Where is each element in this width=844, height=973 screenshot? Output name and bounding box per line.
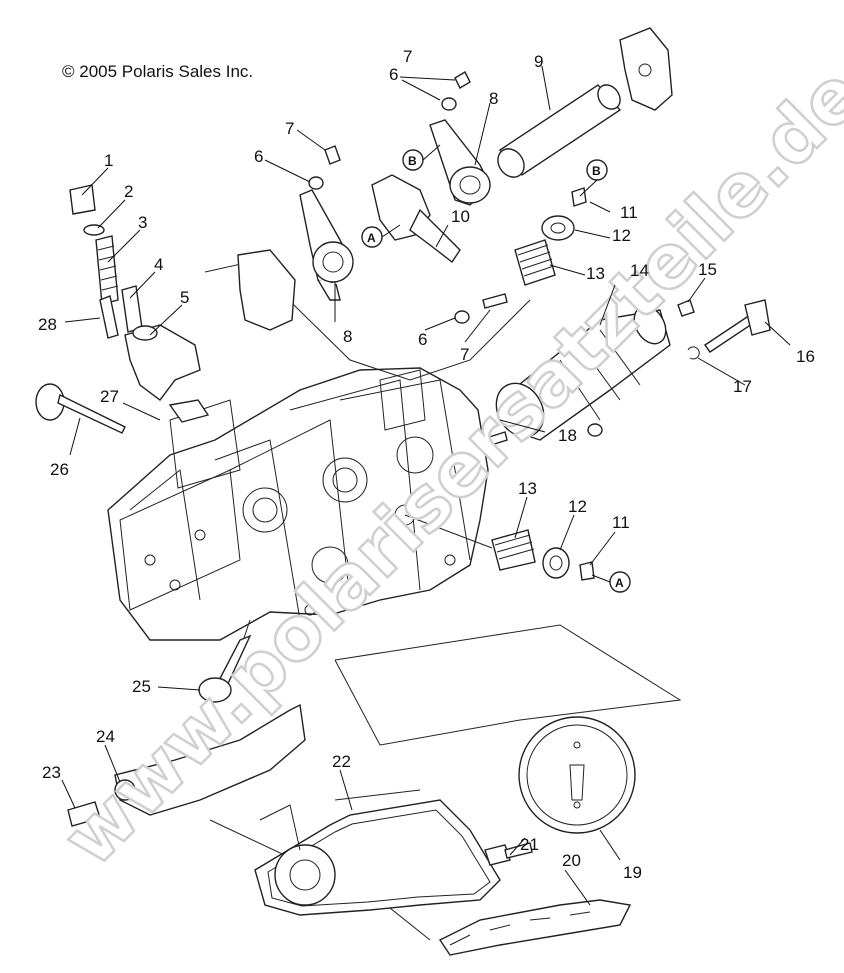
callout-label: 12 [612, 226, 631, 245]
callout-label: 15 [698, 260, 717, 279]
callout-label: 10 [451, 207, 470, 226]
callout-label: 25 [132, 677, 151, 696]
callout-label: 3 [138, 213, 147, 232]
chain-guide-20 [438, 899, 632, 956]
cam-chain-22 [254, 799, 501, 916]
callout-label: 13 [586, 264, 605, 283]
callout-label: 4 [154, 255, 163, 274]
callout-label: 24 [96, 727, 115, 746]
rocker-arm-lower [299, 189, 354, 301]
callout-label: 11 [612, 513, 630, 532]
chain-guide-24 [67, 703, 306, 827]
marker-b: B [408, 154, 417, 168]
camshaft-14 [479, 305, 671, 449]
callout-label: 28 [38, 315, 57, 334]
callout-label: 2 [124, 182, 133, 201]
callout-label: 13 [518, 479, 537, 498]
rocker-brackets [237, 27, 673, 331]
callout-label: 8 [343, 327, 352, 346]
callout-label: 12 [568, 497, 587, 516]
callout-label: 9 [534, 52, 543, 71]
sprocket-bolt-21 [484, 842, 533, 866]
cylinder-head [107, 367, 489, 641]
rocker-arm-upper [371, 119, 491, 264]
callout-label: 1 [104, 151, 113, 170]
callout-label: 23 [42, 763, 61, 782]
callout-labels: 1 2 3 4 5 6 7 6 7 8 9 8 10 6 7 11 12 13 … [38, 47, 815, 882]
cam-chain-tensioner [69, 184, 210, 423]
callout-label: 19 [623, 863, 642, 882]
marker-a: A [367, 231, 376, 245]
callout-label: 16 [796, 347, 815, 366]
callout-label: 21 [520, 835, 539, 854]
rocker-shaft-9 [497, 84, 622, 178]
cam-sprocket-19 [518, 716, 636, 834]
callout-label: 5 [180, 288, 189, 307]
callout-label: 6 [389, 65, 398, 84]
camshaft-small-parts [677, 299, 771, 360]
valve-train-lower [404, 514, 595, 581]
callout-label: 17 [733, 377, 752, 396]
copyright-text: © 2005 Polaris Sales Inc. [62, 62, 254, 81]
callout-label: 11 [620, 203, 638, 222]
callout-label: 22 [332, 752, 351, 771]
callout-label: 14 [630, 261, 649, 280]
callout-label: 6 [254, 147, 263, 166]
reference-markers: B A B A [361, 144, 631, 593]
callout-label: 6 [418, 330, 427, 349]
callout-label: 7 [403, 47, 412, 66]
leader-lines [61, 65, 791, 906]
callout-label: 8 [489, 89, 498, 108]
valve-train-upper [514, 187, 587, 286]
callout-label: 20 [562, 851, 581, 870]
callout-label: 7 [285, 119, 294, 138]
adjuster-screws-nuts [308, 71, 508, 324]
callout-label: 18 [558, 426, 577, 445]
callout-label: 27 [100, 387, 119, 406]
callout-label: 26 [50, 460, 69, 479]
exhaust-valve-26 [35, 383, 126, 434]
marker-b: B [592, 164, 601, 178]
marker-a: A [615, 576, 624, 590]
callout-label: 7 [460, 345, 469, 364]
